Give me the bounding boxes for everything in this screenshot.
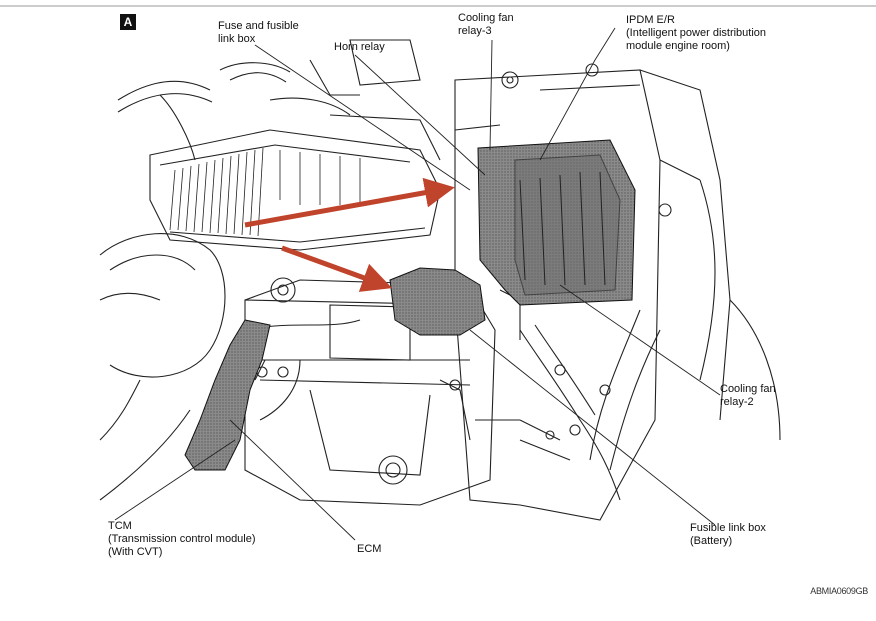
label-fusible-link-box-battery: Fusible link box (Battery) <box>690 522 766 547</box>
label-cooling-fan-relay-3: Cooling fan relay-3 <box>458 12 514 37</box>
label-tcm: TCM (Transmission control module) (With … <box>108 520 256 558</box>
highlighted-components <box>184 139 636 471</box>
fusible-link-box-part <box>389 267 486 336</box>
label-ecm: ECM <box>357 543 382 555</box>
label-fuse-fusible-link-box: Fuse and fusible link box <box>218 20 299 45</box>
highlight-arrows <box>244 177 455 292</box>
label-ipdm-er: IPDM E/R (Intelligent power distribution… <box>626 14 767 52</box>
label-horn-relay: Horn relay <box>334 41 385 53</box>
figure-badge: A <box>120 14 136 30</box>
tcm-part <box>184 319 271 471</box>
figure-code: ABMIA0609GB <box>810 586 868 596</box>
label-cooling-fan-relay-2: Cooling fan relay-2 <box>720 383 776 408</box>
leader-lines <box>114 27 721 541</box>
arrow-to-fuse-box <box>244 177 455 228</box>
arrow-to-fusible-link-box <box>281 245 393 292</box>
engine-bay-linework <box>99 39 781 521</box>
